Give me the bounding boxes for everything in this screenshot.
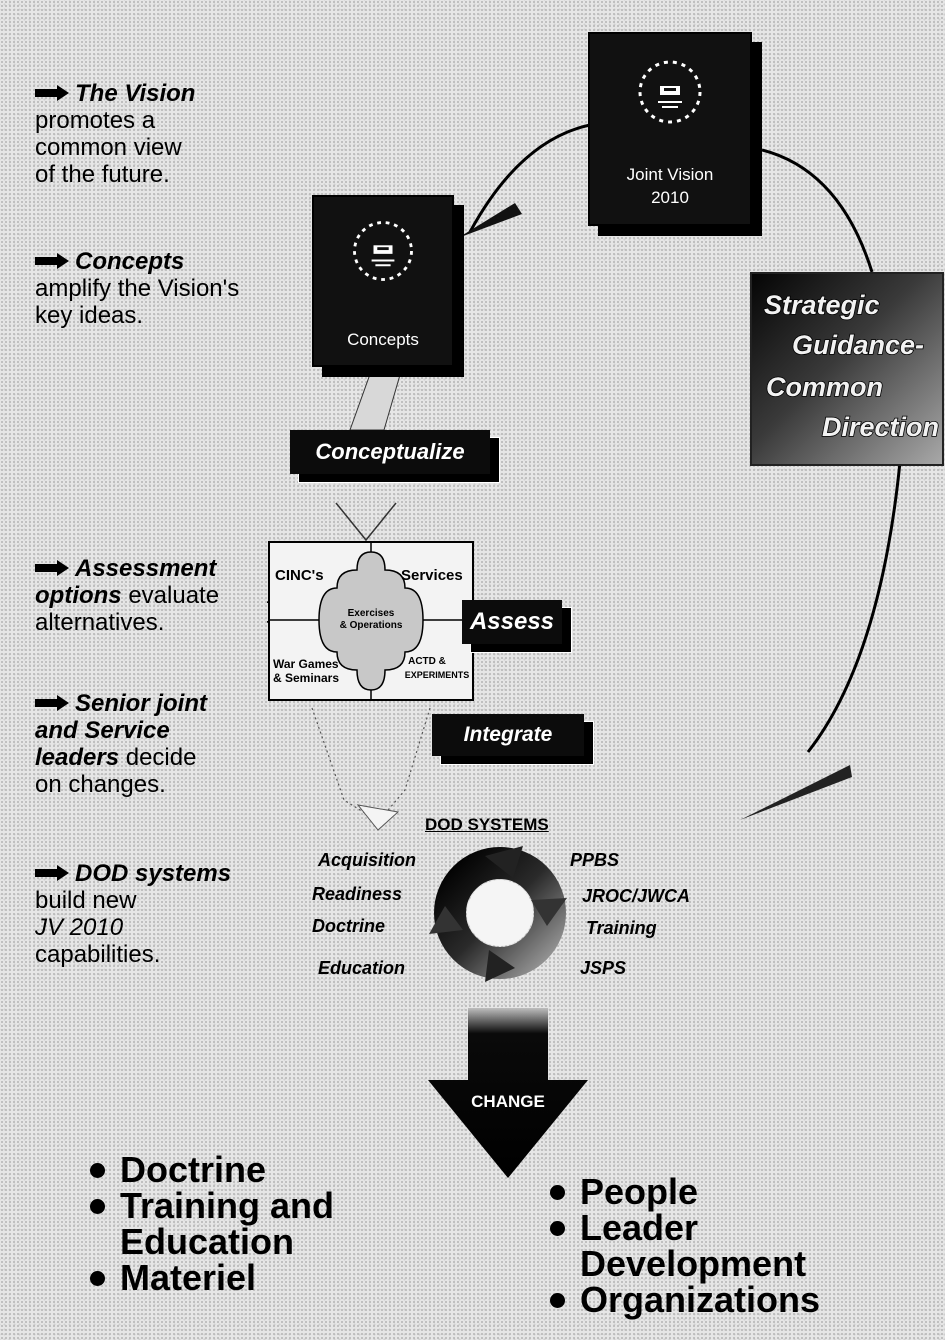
dod-left-item: Doctrine (312, 916, 386, 936)
puzzle-seminars: & Seminars (273, 671, 339, 685)
puzzle-exercises: Exercises (348, 608, 395, 619)
step-concepts-lead: Concepts (75, 248, 185, 275)
strategic-to-dod-arrowhead (740, 765, 852, 820)
conceptualize-tag: Conceptualize (290, 430, 490, 474)
strategic-guidance-box: Strategic Guidance- Common Direction (750, 272, 944, 466)
outcome-training: Training and (86, 1188, 334, 1224)
arrow-right-icon (35, 84, 69, 101)
outcome-leader: Leader (546, 1210, 820, 1246)
concepts-book: Concepts (312, 195, 454, 367)
dod-cycle-icon (429, 846, 567, 982)
center-piece (318, 551, 424, 691)
outcomes-left: Doctrine Training and Education Materiel (86, 1152, 334, 1296)
dod-left-item: Readiness (312, 884, 403, 904)
seal-icon (353, 221, 413, 281)
step-vision-line: of the future. (35, 161, 170, 188)
outcome-organizations: Organizations (546, 1282, 820, 1318)
step-assessment-line: alternatives. (35, 609, 165, 636)
integrate-tag: Integrate (432, 714, 584, 756)
vision-to-concepts-arc (468, 123, 591, 233)
conceptualize-label: Conceptualize (315, 439, 465, 464)
step-dod-line: JV 2010 (35, 914, 124, 941)
step-leaders-tail: decide (125, 744, 197, 771)
assess-funnel-left (311, 707, 377, 821)
step-vision-line: common view (35, 134, 182, 161)
assess-label: Assess (469, 608, 555, 635)
step-leaders-lead2: and Service (35, 717, 170, 744)
step-assessment-tail: evaluate (128, 582, 220, 609)
dod-systems-title: DOD SYSTEMS (425, 815, 549, 834)
dod-right-item: PPBS (570, 850, 620, 870)
seal-icon (638, 60, 702, 124)
outcome-people: People (546, 1174, 820, 1210)
vision-book-year: 2010 (651, 188, 689, 207)
step-concepts-line: key ideas. (35, 302, 144, 329)
step-vision: The Vision promotes a common view of the… (35, 80, 195, 188)
concept-funnel (335, 502, 397, 542)
outcome-leader-cont: Development (580, 1243, 807, 1284)
arrow-right-icon (35, 694, 69, 711)
puzzle-cincs: CINC's (275, 567, 324, 584)
arrow-right-icon (35, 864, 69, 881)
outcome-doctrine: Doctrine (86, 1152, 334, 1188)
puzzle-wargames: War Games (273, 657, 339, 671)
outcome-materiel: Materiel (86, 1260, 334, 1296)
step-dod-line: build new (35, 887, 137, 914)
vision-book-title: Joint Vision (626, 165, 714, 184)
puzzle-operations: & Operations (340, 620, 403, 631)
step-assessment: Assessment options evaluate alternatives… (35, 555, 219, 636)
assess-funnel-right (377, 707, 431, 823)
step-concepts: Concepts amplify the Vision's key ideas. (35, 248, 239, 329)
strategic-line-2: Guidance- (792, 330, 924, 360)
vision-to-concepts-arrowhead (458, 203, 522, 238)
step-concepts-line: amplify the Vision's (35, 275, 240, 302)
dod-left-item: Acquisition (318, 850, 416, 870)
step-leaders: Senior joint and Service leaders decide … (35, 690, 207, 798)
step-assessment-lead2: options (35, 582, 122, 609)
strategic-line-1: Strategic (764, 290, 880, 320)
assessment-puzzle: CINC's Services Exercises & Operations W… (267, 541, 477, 701)
step-dod: DOD systems build new JV 2010 capabiliti… (35, 860, 231, 968)
puzzle-experiments: EXPERIMENTS (405, 670, 470, 680)
dod-right-item: Training (586, 918, 657, 938)
step-dod-lead: DOD systems (75, 860, 232, 887)
strategic-guidance-text: Strategic Guidance- Common Direction (763, 289, 940, 443)
step-leaders-lead: Senior joint (75, 690, 207, 717)
assess-tag: Assess (462, 600, 562, 644)
step-leaders-line: on changes. (35, 771, 166, 798)
arrow-right-icon (35, 559, 69, 576)
puzzle-services: Services (401, 567, 463, 584)
step-dod-line: capabilities. (35, 941, 161, 968)
puzzle-actd: ACTD & (408, 656, 446, 667)
strategic-line-3: Common (766, 372, 883, 402)
integrate-label: Integrate (463, 723, 553, 746)
dod-left-item: Education (318, 958, 406, 978)
step-leaders-lead3: leaders (35, 744, 120, 771)
strategic-to-dod-arc (806, 461, 902, 753)
concepts-book-title: Concepts (347, 330, 419, 349)
outcomes-right: People Leader Development Organizations (546, 1174, 820, 1318)
change-label: CHANGE (471, 1092, 545, 1111)
step-assessment-lead: Assessment (75, 555, 217, 582)
outcome-training-cont: Education (120, 1221, 295, 1262)
joint-vision-book: Joint Vision 2010 (588, 32, 752, 226)
step-vision-lead: The Vision (75, 80, 196, 107)
dod-right-item: JROC/JWCA (582, 886, 691, 906)
assess-funnel-tip (356, 804, 400, 831)
vision-to-strategic-arc (761, 148, 874, 273)
strategic-line-4: Direction (822, 412, 939, 442)
dod-right-item: JSPS (580, 958, 627, 978)
change-arrow (428, 1008, 588, 1178)
arrow-right-icon (35, 252, 69, 269)
concepts-chute (349, 362, 403, 431)
step-vision-line: promotes a (35, 107, 156, 134)
